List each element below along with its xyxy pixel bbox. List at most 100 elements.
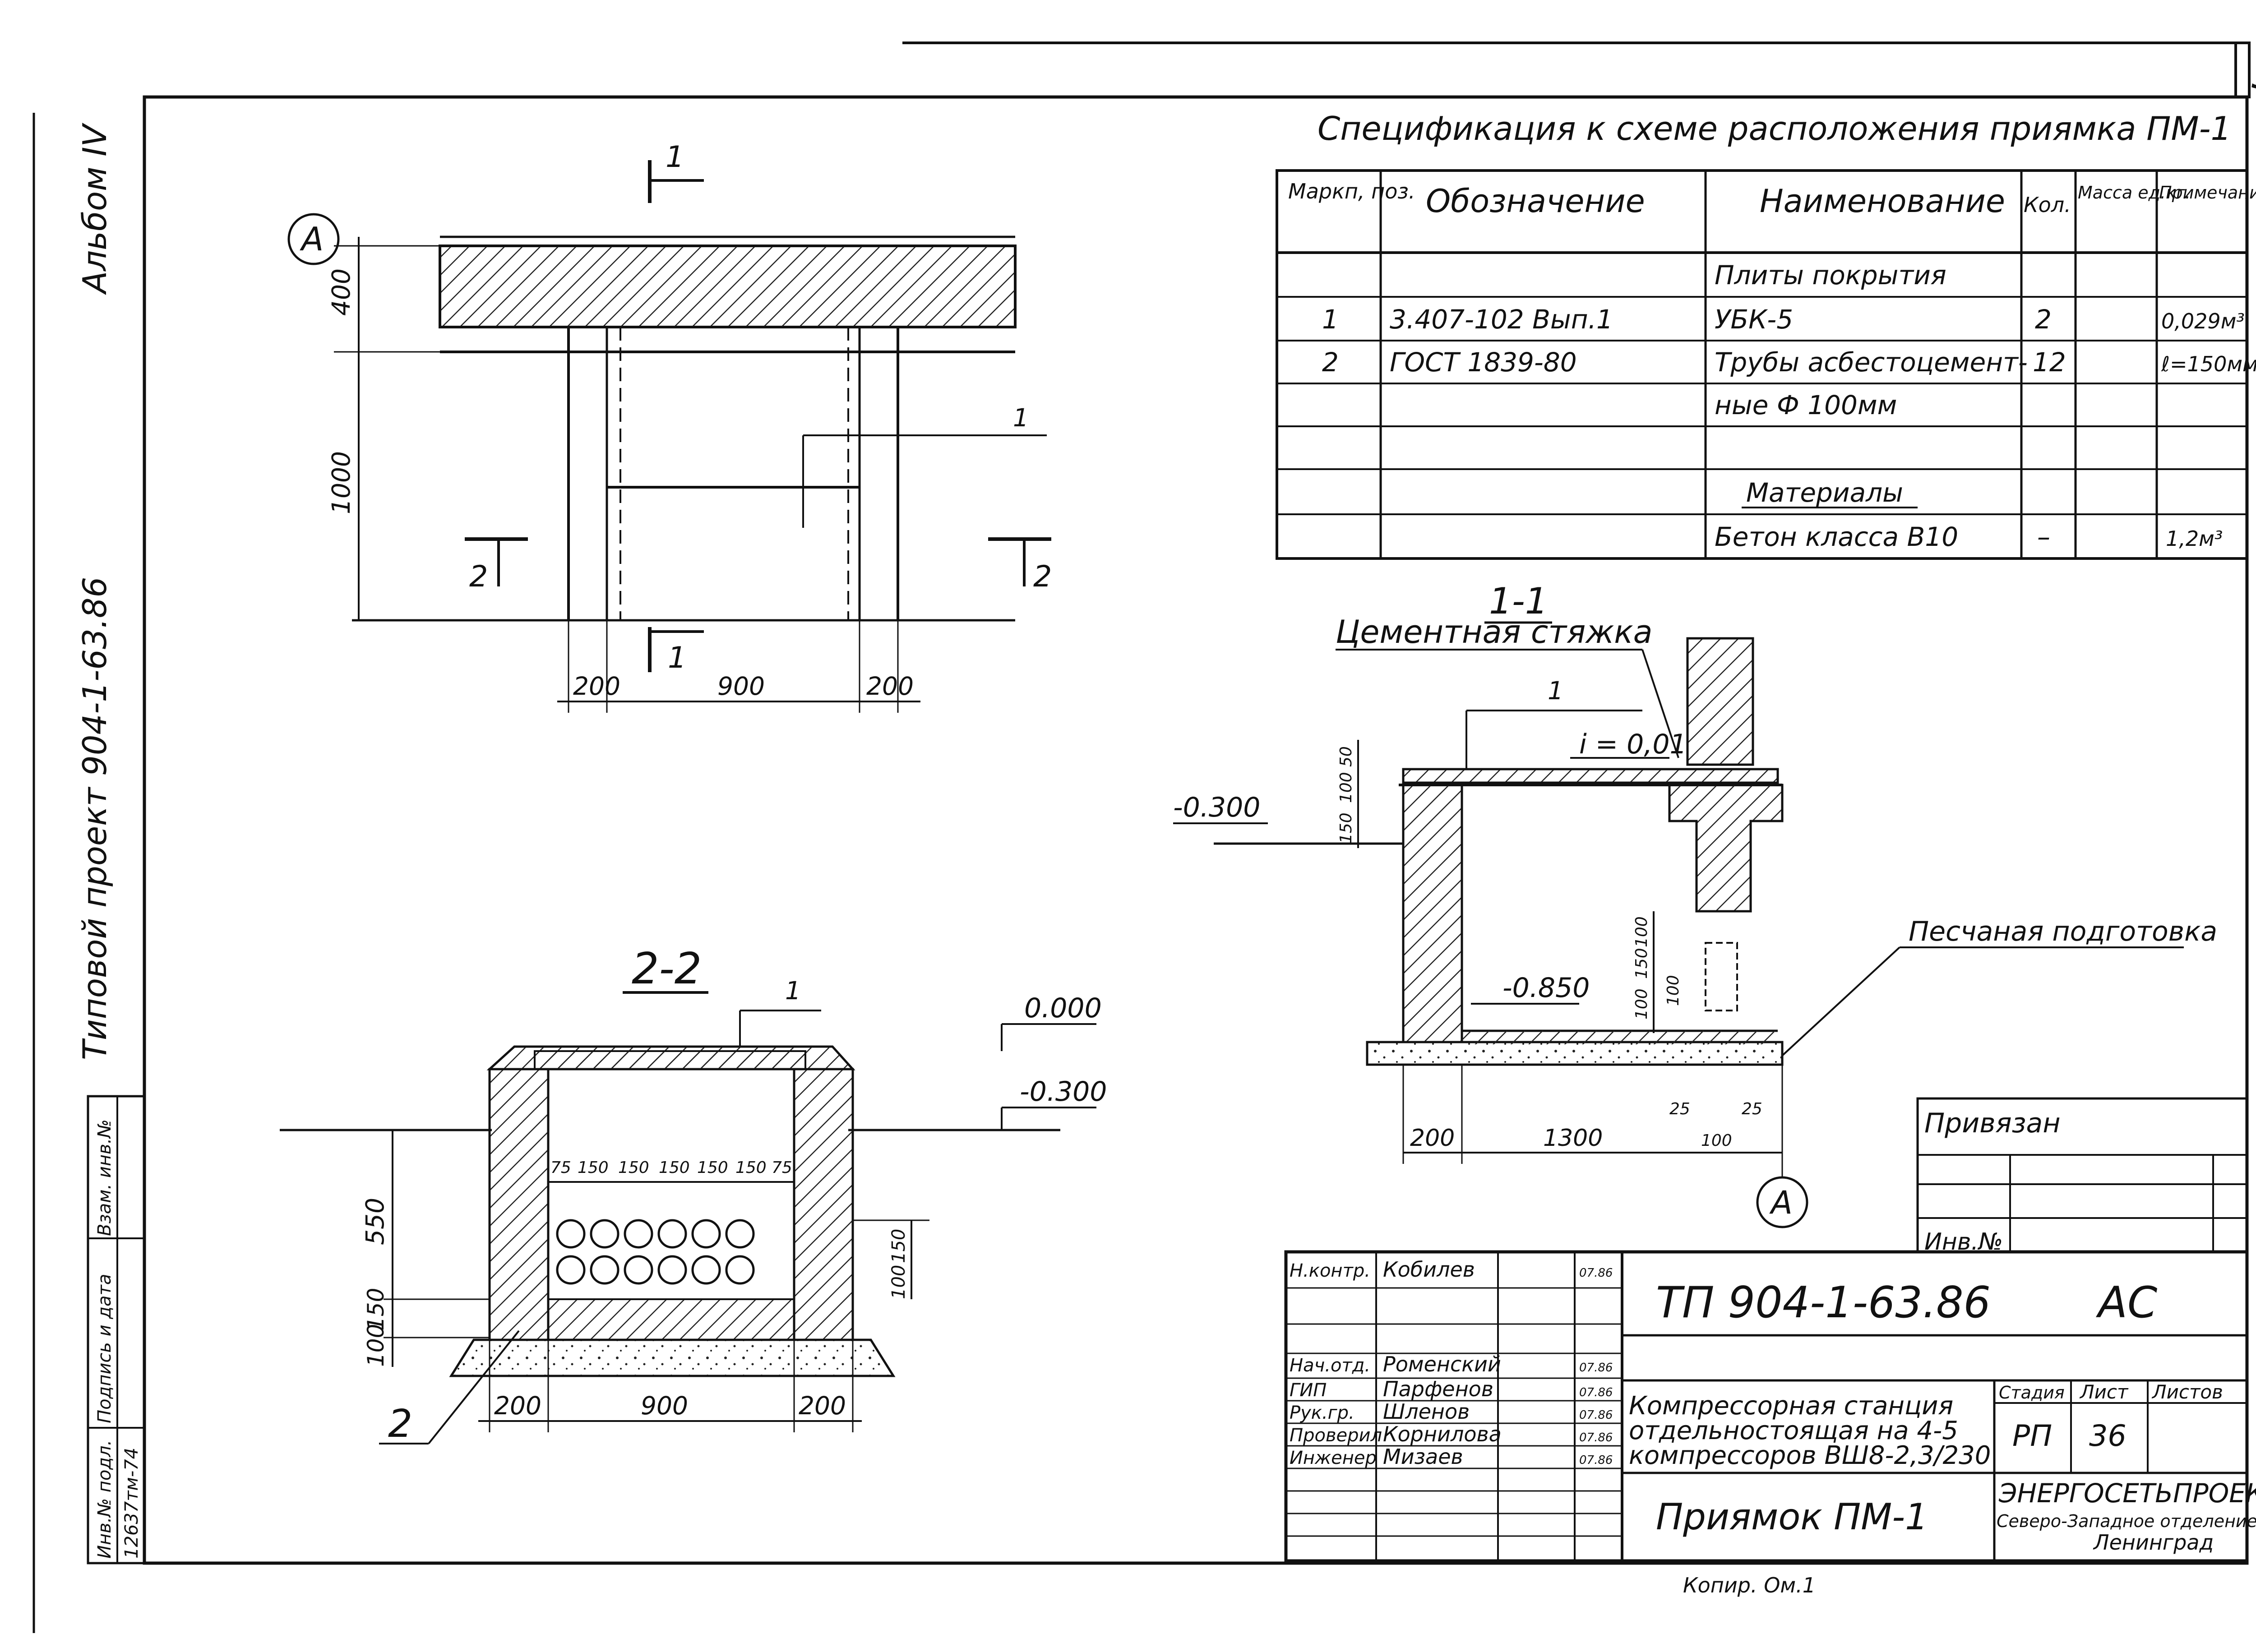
section-11-dim-1300: 1300 <box>1543 1125 1603 1152</box>
tb-date-2: 07.86 <box>1579 1361 1613 1375</box>
specification-table: Спецификация к схеме расположения приямк… <box>1276 110 2256 560</box>
inv-label: Инв.№ подл. <box>94 1440 115 1559</box>
cover-slab <box>439 245 1017 328</box>
section-22-dim-t6: 75 <box>772 1158 792 1177</box>
spec-row-7-note: 1,2м³ <box>2166 526 2223 551</box>
tb-name-0: Кобилев <box>1383 1257 1475 1282</box>
section-11-axis-label: А <box>1769 1184 1793 1221</box>
section-22-leader-2: 2 <box>388 1402 412 1446</box>
tb-sheet: 36 <box>2089 1419 2127 1453</box>
spec-row-1-name: Плиты покрытия <box>1715 260 1946 291</box>
tb-desc-2: отдельностоящая на 4-5 <box>1629 1416 1958 1445</box>
section-22-level-top: 0.000 <box>1024 992 1102 1024</box>
section-22-dim-100: 100 <box>363 1324 389 1367</box>
section-11-dim-100: 100 <box>1701 1131 1732 1150</box>
tb-name-2: Роменский <box>1383 1352 1501 1376</box>
spec-header-mark: Маркп, поз. <box>1288 179 1415 203</box>
section-22-leader-1: 1 <box>785 976 801 1005</box>
plan-leader-1: 1 <box>1013 403 1029 432</box>
section-22-dim-550: 550 <box>361 1198 389 1245</box>
tb-date-0: 07.86 <box>1579 1266 1613 1280</box>
section-22-dim-t5: 150 <box>735 1158 767 1177</box>
section-11-sand-label: Песчаная подготовка <box>1909 916 2217 947</box>
section-22-dim-b200b: 200 <box>799 1391 846 1420</box>
tb-role-5: Проверил <box>1290 1425 1382 1446</box>
tb-date-3: 07.86 <box>1579 1386 1613 1399</box>
section-11-slope: i = 0,01 <box>1579 729 1687 760</box>
section-11-dim-p2: 150 <box>1632 948 1651 979</box>
sign-label: Подпись и дата <box>94 1274 115 1423</box>
tb-mark: АС <box>2095 1278 2158 1328</box>
section-22-dim-t4: 150 <box>697 1158 728 1177</box>
section-11-dim-200: 200 <box>1410 1125 1455 1152</box>
tb-code: ТП 904-1-63.86 <box>1656 1278 1991 1328</box>
spec-row-6-name: Материалы <box>1746 477 1903 508</box>
section-22-pipes <box>556 1219 755 1285</box>
inv-repl-label: Взам. инв.№ <box>94 1119 115 1236</box>
section-11-level-ground: -0.300 <box>1173 792 1260 823</box>
section-22-dim-t2: 150 <box>618 1158 649 1177</box>
section-mark-1-top: 1 <box>666 140 684 174</box>
section-11-dim-50: 50 <box>1337 746 1355 767</box>
spec-header-note: Примечание <box>2159 183 2256 203</box>
privyazan-label: Привязан <box>1924 1107 2061 1139</box>
section-11-dim-p1: 100 <box>1632 916 1651 947</box>
plan-dim-200b: 200 <box>866 672 914 701</box>
axis-a-label: А <box>300 220 324 258</box>
axis-a-marker <box>287 213 340 265</box>
section-22-dim-t0: 75 <box>550 1158 571 1177</box>
spec-row-7-name: Бетон класса В10 <box>1715 521 1958 552</box>
section-22-dim-b200a: 200 <box>494 1391 541 1420</box>
tb-sheet-label: Лист <box>2079 1381 2129 1403</box>
spec-header-name: Наименование <box>1760 183 2005 220</box>
tb-stage-label: Стадия <box>1999 1383 2065 1403</box>
section-mark-1-bottom: 1 <box>668 641 686 675</box>
spec-row-2-designation: 3.407-102 Вып.1 <box>1390 304 1613 335</box>
section-22-dim-t1: 150 <box>578 1158 609 1177</box>
section-11-cement-label: Цементная стяжка <box>1336 614 1652 651</box>
section-mark-2-left: 2 <box>469 560 488 594</box>
section-1-1: 1-1 Цементная стяжка -0.300 -0.850 i = 0… <box>1173 580 2217 1228</box>
privyazan-block: Привязан Инв.№ <box>1916 1097 2248 1255</box>
spec-row-3-pos: 2 <box>1322 347 1339 378</box>
plan-dim-900: 900 <box>717 672 765 701</box>
section-22-dim-b900: 900 <box>641 1391 688 1420</box>
spec-row-3-note: ℓ=150мм <box>2161 352 2256 376</box>
tb-org-1: ЭНЕРГОСЕТЬПРОЕКТ <box>1998 1478 2256 1509</box>
spec-header-designation: Обозначение <box>1426 183 1645 220</box>
section-22-title: 2-2 <box>632 944 702 994</box>
section-11-dim-p4: 100 <box>1664 975 1683 1006</box>
tb-name-5: Корнилова <box>1383 1422 1502 1446</box>
plan-dim-1000: 1000 <box>327 451 356 514</box>
plan-dim-200a: 200 <box>573 672 620 701</box>
tb-stage: РП <box>2012 1419 2052 1453</box>
section-mark-2-right: 2 <box>1033 560 1052 594</box>
tb-role-3: ГИП <box>1290 1380 1327 1401</box>
section-11-sand-bed <box>1366 1041 1784 1066</box>
section-22-dim-r100: 100 <box>888 1265 909 1299</box>
tb-org-3: Ленинград <box>2093 1530 2214 1555</box>
sheet-frame: 3 <box>32 42 2256 1633</box>
title-block: Н.контр. Кобилев 07.86 Нач.отд. Роменски… <box>1284 1250 2256 1563</box>
section-11-axis-marker <box>1756 1176 1808 1228</box>
tb-date-4: 07.86 <box>1579 1408 1613 1422</box>
section-11-level-bottom: -0.850 <box>1502 972 1590 1004</box>
tb-sheets-label: Листов <box>2151 1381 2223 1403</box>
section-11-dim-100: 100 <box>1337 772 1355 803</box>
tb-desc-1: Компрессорная станция <box>1629 1391 1953 1421</box>
tb-role-6: Инженер <box>1290 1448 1377 1468</box>
section-22-sand-bed <box>449 1338 896 1377</box>
spec-row-2-qty: 2 <box>2035 304 2052 335</box>
side-stamp: Альбом IV 904-1-63.86 Типовой проект Вза… <box>76 122 146 1564</box>
section-22-dim-r150: 150 <box>888 1229 909 1263</box>
section-11-dim-p3: 100 <box>1632 988 1651 1020</box>
album-label: Альбом IV <box>76 122 114 295</box>
spec-row-3-qty: 12 <box>2033 347 2066 378</box>
tb-role-2: Нач.отд. <box>1290 1355 1370 1376</box>
inv-number: 12637тм-74 <box>121 1448 142 1559</box>
section-22-dim-t3: 150 <box>659 1158 690 1177</box>
spec-row-3-designation: ГОСТ 1839-80 <box>1390 347 1577 378</box>
page-number: 3 <box>2251 51 2256 98</box>
